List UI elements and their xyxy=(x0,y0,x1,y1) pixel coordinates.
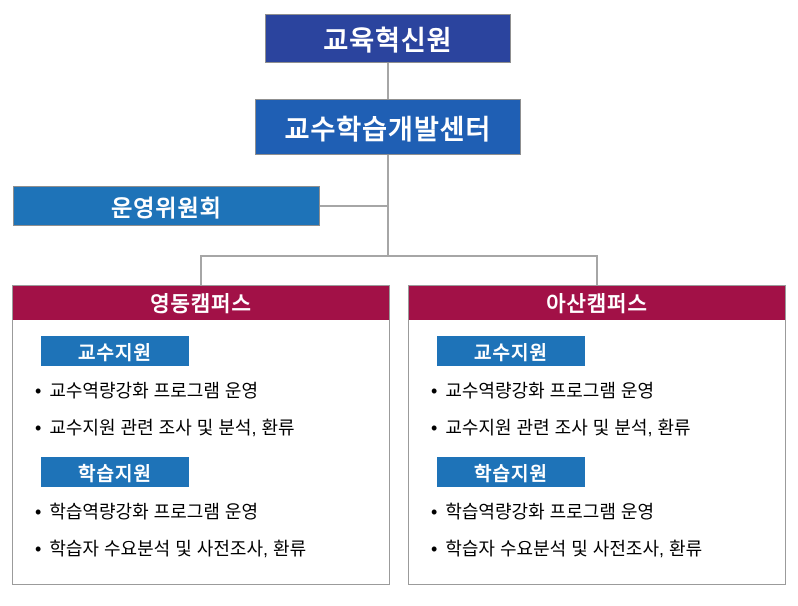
list-item: 학습자 수요분석 및 사전조사, 환류 xyxy=(431,538,769,561)
connector-branch-horizontal xyxy=(201,255,597,257)
section-label-faculty-support: 교수지원 xyxy=(437,336,585,366)
campus-title: 영동캠퍼스 xyxy=(150,293,252,316)
section-label-text: 학습지원 xyxy=(474,463,548,485)
campus-title: 아산캠퍼스 xyxy=(546,293,648,316)
section-label-text: 학습지원 xyxy=(78,463,152,485)
list-item: 교수지원 관련 조사 및 분석, 환류 xyxy=(431,417,769,440)
connector-root-to-center xyxy=(387,63,389,99)
list-item: 학습자 수요분석 및 사전조사, 환류 xyxy=(35,538,373,561)
list-item: 교수역량강화 프로그램 운영 xyxy=(35,380,373,403)
campus-body: 교수지원 교수역량강화 프로그램 운영 교수지원 관련 조사 및 분석, 환류 … xyxy=(13,320,389,560)
connector-stub-right-campus xyxy=(596,255,598,285)
campus-header: 영동캠퍼스 xyxy=(13,286,389,320)
list-item: 교수역량강화 프로그램 운영 xyxy=(431,380,769,403)
section-label-text: 교수지원 xyxy=(474,342,548,364)
org-node-center: 교수학습개발센터 xyxy=(255,99,521,155)
connector-stub-left-campus xyxy=(200,255,202,285)
list-item: 교수지원 관련 조사 및 분석, 환류 xyxy=(35,417,373,440)
org-node-center-label: 교수학습개발센터 xyxy=(284,114,492,145)
org-node-root: 교육혁신원 xyxy=(265,14,511,63)
org-node-committee-label: 운영위원회 xyxy=(111,195,222,221)
connector-center-down xyxy=(387,155,389,257)
org-node-committee: 운영위원회 xyxy=(13,186,320,226)
list-item: 학습역량강화 프로그램 운영 xyxy=(35,501,373,524)
org-node-root-label: 교육혁신원 xyxy=(323,26,453,56)
campus-card-yeongdong: 영동캠퍼스 교수지원 교수역량강화 프로그램 운영 교수지원 관련 조사 및 분… xyxy=(12,285,390,585)
campus-body: 교수지원 교수역량강화 프로그램 운영 교수지원 관련 조사 및 분석, 환류 … xyxy=(409,320,785,560)
section-label-learning-support: 학습지원 xyxy=(41,457,189,487)
list-item: 학습역량강화 프로그램 운영 xyxy=(431,501,769,524)
section-label-text: 교수지원 xyxy=(78,342,152,364)
connector-committee xyxy=(320,205,388,207)
campus-card-asan: 아산캠퍼스 교수지원 교수역량강화 프로그램 운영 교수지원 관련 조사 및 분… xyxy=(408,285,786,585)
section-label-faculty-support: 교수지원 xyxy=(41,336,189,366)
section-label-learning-support: 학습지원 xyxy=(437,457,585,487)
campus-header: 아산캠퍼스 xyxy=(409,286,785,320)
